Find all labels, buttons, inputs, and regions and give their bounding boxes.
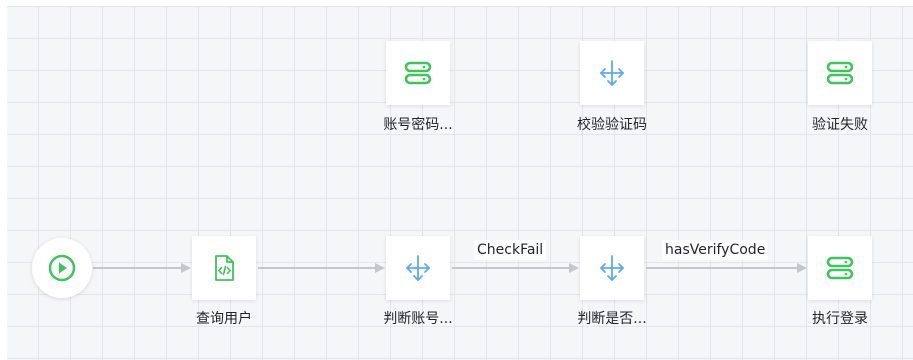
node-label: 校验验证码 <box>577 117 647 133</box>
split-arrows-icon <box>600 255 624 281</box>
storage-icon <box>826 61 854 85</box>
storage-icon <box>404 61 432 85</box>
flow-canvas[interactable] <box>7 6 913 360</box>
node-account-password[interactable] <box>386 41 450 105</box>
node-label: 执行登录 <box>812 311 868 327</box>
node-label: 账号密码... <box>383 117 453 133</box>
node-label: 判断账号... <box>383 311 453 327</box>
split-arrows-icon <box>406 255 430 281</box>
node-judge-account[interactable] <box>386 236 450 300</box>
node-judge-whether[interactable] <box>580 236 644 300</box>
node-label: 查询用户 <box>196 311 252 327</box>
code-file-icon <box>215 255 234 281</box>
node-verify-code[interactable] <box>580 41 644 105</box>
play-icon <box>48 254 76 282</box>
start-node[interactable] <box>32 238 92 298</box>
node-verify-failed[interactable] <box>808 41 872 105</box>
node-label: 判断是否... <box>577 311 647 327</box>
node-query-user[interactable] <box>192 236 256 300</box>
storage-icon <box>826 256 854 280</box>
node-execute-login[interactable] <box>808 236 872 300</box>
node-label: 验证失败 <box>812 117 868 133</box>
edge-label-has-verify-code[interactable]: hasVerifyCode <box>662 240 769 260</box>
split-arrows-icon <box>600 60 624 86</box>
edge-label-check-fail[interactable]: CheckFail <box>474 240 547 260</box>
